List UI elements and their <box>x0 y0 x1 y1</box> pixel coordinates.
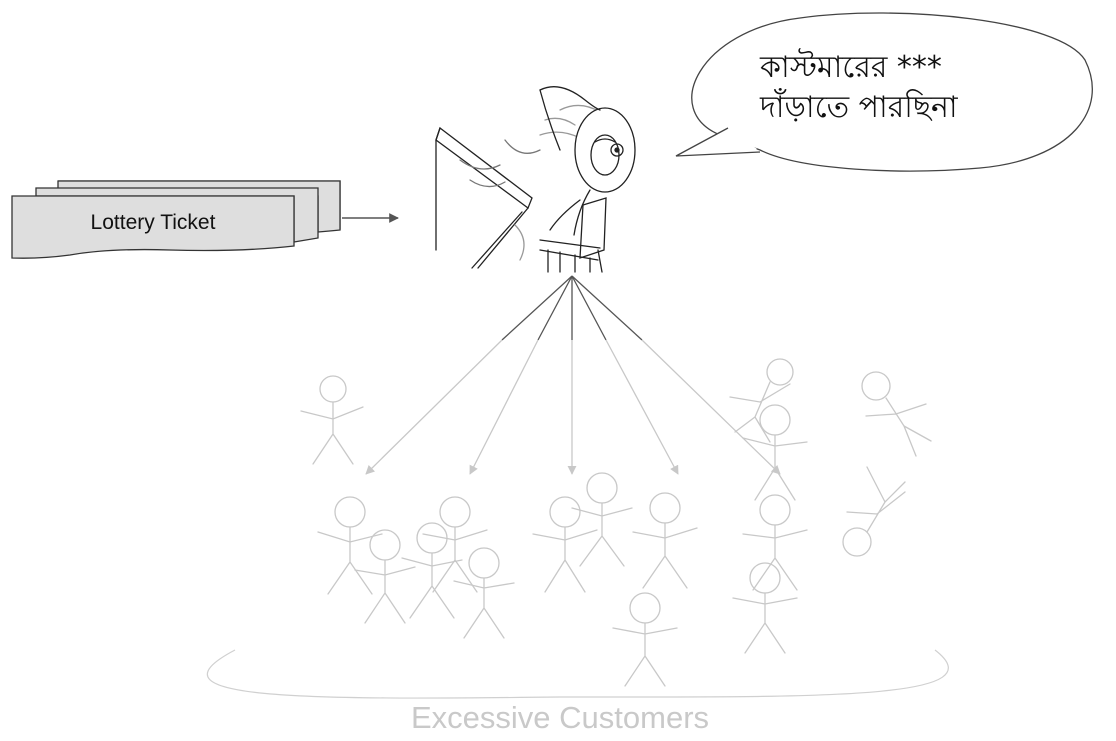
customer-figure <box>453 547 515 639</box>
customer-figure <box>571 472 633 567</box>
speech-bubble <box>691 12 1093 172</box>
customer-figure <box>612 592 678 687</box>
crowd-caption: Excessive Customers <box>410 700 710 735</box>
customer-figure <box>317 496 383 595</box>
customer-figure <box>732 562 798 654</box>
customer-figure <box>401 522 463 619</box>
customer-figure <box>532 496 598 593</box>
customer-figure <box>354 529 416 624</box>
ticket-label: Lottery Ticket <box>90 211 216 234</box>
customer-figure <box>422 496 488 593</box>
customer-crowd <box>300 358 932 687</box>
customer-figure <box>861 371 932 457</box>
speech-line-1: কাস্টমারের *** <box>760 50 942 85</box>
customer-figure <box>300 375 364 465</box>
customer-figure <box>742 404 808 501</box>
customer-figure <box>729 358 794 443</box>
faded-arrows <box>365 339 781 475</box>
speech-text: কাস্টমারের *** দাঁড়াতে পারছিনা <box>760 48 1080 128</box>
fan-out-lines <box>501 275 643 341</box>
speech-bubble-tail <box>675 127 761 157</box>
speech-line-2: দাঁড়াতে পারছিনা <box>760 90 958 125</box>
customer-figure <box>632 492 698 589</box>
crowd-ground <box>207 649 949 699</box>
ticket-stack <box>11 180 399 259</box>
customer-figure <box>742 494 808 591</box>
ticket-front-sheet <box>11 195 295 259</box>
customer-figure <box>842 466 906 557</box>
frustrated-clerk-illustration <box>435 86 636 273</box>
